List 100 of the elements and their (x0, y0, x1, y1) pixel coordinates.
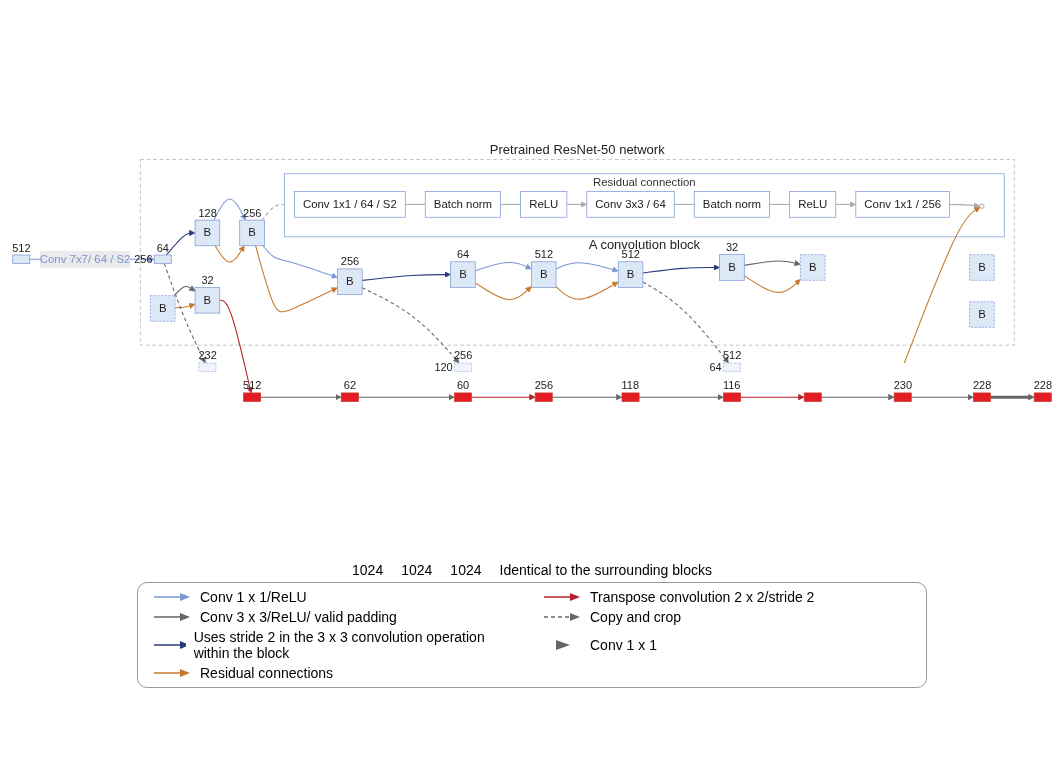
node-box: ReLU (520, 190, 568, 218)
legend-label: Conv 1 x 1 (590, 637, 657, 653)
arrow (214, 244, 245, 263)
size-label: 256 (453, 349, 473, 362)
connector (404, 203, 426, 205)
arrow (163, 262, 206, 363)
node-box: B (617, 260, 644, 288)
note: 1024 (352, 562, 384, 578)
size-label: 118 (621, 379, 640, 392)
legend-label: Copy and crop (590, 609, 682, 625)
arrow (743, 274, 801, 293)
arrow (551, 393, 623, 400)
size-label: 64 (709, 360, 722, 373)
size-label: 512 (12, 241, 31, 254)
group-title: Pretrained ResNet-50 network (489, 142, 665, 157)
size-label: 256 (534, 379, 554, 392)
arrow (173, 284, 196, 296)
arrow (743, 259, 801, 266)
size-label: 128 (198, 206, 217, 219)
note: 1024 (450, 562, 482, 578)
node-box: B (150, 294, 176, 322)
connector (769, 203, 791, 205)
node-box (803, 392, 822, 402)
size-label: 120 (434, 360, 453, 373)
node-box: B (194, 286, 221, 313)
legend-label: Residual connections (200, 665, 334, 681)
node-box (973, 392, 991, 402)
node-box (198, 362, 217, 372)
node-box (723, 392, 741, 402)
arrow (903, 206, 981, 364)
node-circle (979, 203, 985, 209)
node-box: ReLU (789, 190, 837, 218)
note: 1024 (401, 562, 433, 578)
arrow (642, 280, 729, 363)
node-box: B (531, 260, 557, 288)
size-label: 232 (198, 349, 217, 362)
arrow (165, 229, 196, 256)
arrow (174, 302, 196, 309)
node-box (454, 362, 472, 372)
node-box: B (337, 268, 363, 295)
arrow (260, 393, 342, 400)
node-box (723, 362, 741, 372)
size-label: 228 (1033, 379, 1053, 392)
size-label: 512 (621, 248, 640, 261)
legend-label: Conv 1 x 1/ReLU (200, 589, 307, 605)
arrow (820, 393, 895, 400)
arrow (555, 281, 619, 300)
node-bar (153, 254, 172, 264)
node-box (893, 392, 912, 402)
size-label: 512 (722, 349, 742, 362)
note: Identical to the surrounding blocks (499, 562, 712, 578)
size-label: 228 (972, 379, 992, 392)
node-box: B (719, 253, 745, 281)
arrow (835, 200, 857, 208)
size-label: 256 (340, 255, 360, 268)
size-label: 230 (893, 379, 913, 392)
arrow (474, 281, 532, 300)
node-box: Batch norm (693, 190, 770, 218)
arrow (474, 261, 532, 271)
arrow (361, 271, 451, 281)
size-label: 512 (534, 248, 554, 261)
node-box: Conv 3x3 / 64 (586, 190, 675, 218)
node-box (621, 392, 640, 402)
arrow (357, 393, 455, 400)
size-label: 62 (343, 379, 357, 392)
node-box (243, 392, 261, 402)
legend-label: Uses stride 2 in the 3 x 3 convolution operation within the block (193, 629, 486, 661)
size-label: 32 (725, 241, 739, 254)
arrow (213, 197, 246, 221)
size-label: 256 (243, 206, 262, 219)
connector (673, 203, 695, 205)
legend-label: Transpose convolution 2 x 2/stride 2 (590, 589, 815, 605)
legend-label: Conv 3 x 3/ReLU/ valid padding (200, 609, 397, 625)
node-box: B (239, 219, 265, 246)
node-bar (12, 254, 31, 264)
arrow (361, 286, 460, 363)
arrow (739, 393, 805, 400)
arrow (638, 393, 724, 400)
node-box: Batch norm (424, 190, 501, 218)
arrow (470, 393, 536, 400)
size-label: 64 (156, 241, 169, 254)
node-box: B (969, 253, 995, 281)
edge-label: Conv 7x7/ 64 / S2 (39, 252, 131, 265)
arrow (219, 299, 253, 393)
arrow (949, 201, 981, 209)
connector (500, 203, 522, 205)
connector (261, 203, 285, 221)
node-box: B (969, 300, 995, 328)
arrow (566, 200, 588, 208)
arrow (255, 244, 338, 312)
node-box (454, 392, 472, 402)
size-label: 60 (456, 379, 470, 392)
arrow (555, 261, 619, 273)
node-box (340, 392, 359, 402)
node-box (1033, 392, 1052, 402)
node-box: Conv 1x1 / 64 / S2 (294, 190, 406, 218)
size-label: 116 (722, 379, 741, 392)
node-box: Conv 1x1 / 256 (855, 190, 950, 218)
size-label: 64 (456, 248, 470, 261)
node-box (534, 392, 553, 402)
